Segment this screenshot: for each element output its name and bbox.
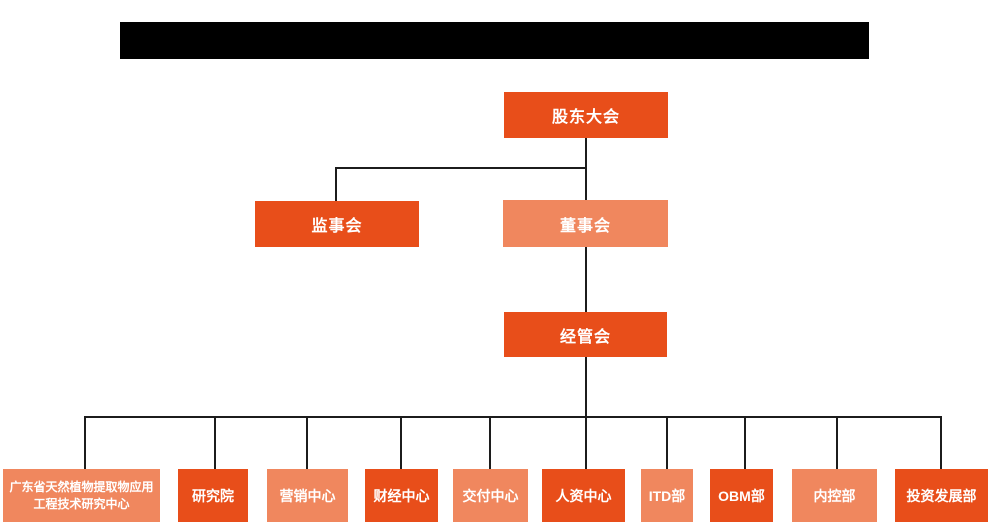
org-node-label: 研究院 xyxy=(192,487,234,504)
org-node-shareholders-meeting: 股东大会 xyxy=(504,92,668,138)
org-node-investment-development-department: 投资发展部 xyxy=(895,469,988,522)
connector-drop-investment-development xyxy=(940,416,942,469)
redacted-title-bar xyxy=(120,22,869,59)
org-node-obm-department: OBM部 xyxy=(710,469,773,522)
connector-management-to-trunk xyxy=(585,357,587,417)
connector-drop-hr-center xyxy=(585,416,587,469)
connector-drop-delivery-center xyxy=(489,416,491,469)
connector-drop-obm-department xyxy=(744,416,746,469)
org-node-itd-department: ITD部 xyxy=(641,469,693,522)
org-node-label: OBM部 xyxy=(718,487,765,504)
connector-trunk xyxy=(84,416,942,418)
connector-shareholders-to-board xyxy=(585,138,587,200)
org-node-finance-center: 财经中心 xyxy=(365,469,438,522)
org-node-supervisory-board: 监事会 xyxy=(255,201,419,247)
connector-drop-gd-center xyxy=(84,416,86,469)
org-node-label: 经管会 xyxy=(559,328,611,346)
org-node-marketing-center: 营销中心 xyxy=(267,469,348,522)
org-node-hr-center: 人资中心 xyxy=(542,469,625,522)
connector-drop-itd-department xyxy=(666,416,668,469)
org-node-label: 董事会 xyxy=(559,217,611,235)
connector-branch-to-supervisory xyxy=(335,167,587,169)
org-node-label: 财经中心 xyxy=(373,487,430,504)
connector-drop-marketing-center xyxy=(306,416,308,469)
org-node-label: 内控部 xyxy=(813,487,856,504)
org-node-gd-natural-plant-extract-center: 广东省天然植物提取物应用工程技术研究中心 xyxy=(3,469,160,522)
org-node-label: 股东大会 xyxy=(551,109,620,126)
org-node-label: 投资发展部 xyxy=(906,487,977,504)
connector-drop-research-institute xyxy=(214,416,216,469)
org-node-management-committee: 经管会 xyxy=(504,312,667,357)
org-node-label: 人资中心 xyxy=(555,487,612,504)
org-node-research-institute: 研究院 xyxy=(178,469,248,522)
connector-drop-internal-control xyxy=(836,416,838,469)
org-node-label: 交付中心 xyxy=(462,487,519,504)
org-node-delivery-center: 交付中心 xyxy=(453,469,528,522)
org-node-internal-control-department: 内控部 xyxy=(792,469,877,522)
org-node-label: 广东省天然植物提取物应用工程技术研究中心 xyxy=(9,479,154,511)
org-node-label: 监事会 xyxy=(311,218,363,235)
org-node-label: 营销中心 xyxy=(279,487,336,504)
connector-drop-supervisory xyxy=(335,167,337,201)
org-node-label: ITD部 xyxy=(648,487,686,504)
org-node-board-of-directors: 董事会 xyxy=(503,200,668,247)
connector-drop-finance-center xyxy=(400,416,402,469)
connector-board-to-management xyxy=(585,247,587,312)
